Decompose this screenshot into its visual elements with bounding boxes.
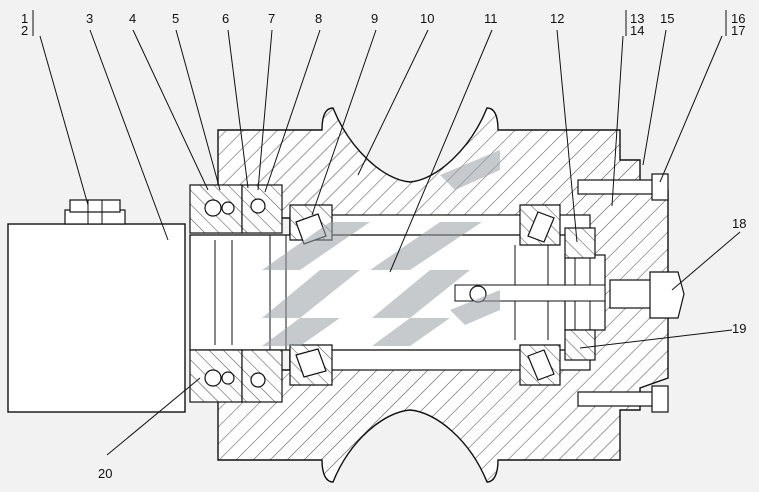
lock-nut-bottom xyxy=(564,329,596,361)
callout-7: 7 xyxy=(268,11,275,26)
callout-10: 10 xyxy=(420,11,434,26)
callout-6: 6 xyxy=(222,11,229,26)
callout-14: 14 xyxy=(630,23,644,38)
callout-16: 16 xyxy=(731,11,745,26)
callout-13: 13 xyxy=(630,11,644,26)
leader-lines xyxy=(32,10,741,456)
housing-plug-head xyxy=(69,199,121,213)
center-plug-head xyxy=(649,271,685,319)
callout-3: 3 xyxy=(86,11,93,26)
lock-nut-top xyxy=(564,227,596,259)
callout-8: 8 xyxy=(315,11,322,26)
callout-20: 20 xyxy=(98,466,112,481)
callout-15: 15 xyxy=(660,11,674,26)
cover-bolt-top-head xyxy=(651,173,669,201)
callout-18: 18 xyxy=(732,216,746,231)
side-housing xyxy=(7,223,186,413)
cover-bolt-bottom xyxy=(577,391,657,407)
callout-11: 11 xyxy=(484,11,498,26)
callout-1: 1 xyxy=(21,11,28,26)
callout-19: 19 xyxy=(732,321,746,336)
callout-5: 5 xyxy=(172,11,179,26)
cover-bolt-bottom-head xyxy=(651,385,669,413)
callout-9: 9 xyxy=(371,11,378,26)
callout-17: 17 xyxy=(731,23,745,38)
callout-2: 2 xyxy=(21,23,28,38)
callout-4: 4 xyxy=(129,11,136,26)
cover-bolt-top xyxy=(577,179,657,195)
callout-12: 12 xyxy=(550,11,564,26)
callout-labels: 1 2 3 4 5 6 7 8 9 10 11 12 13 14 15 16 1… xyxy=(21,11,746,481)
